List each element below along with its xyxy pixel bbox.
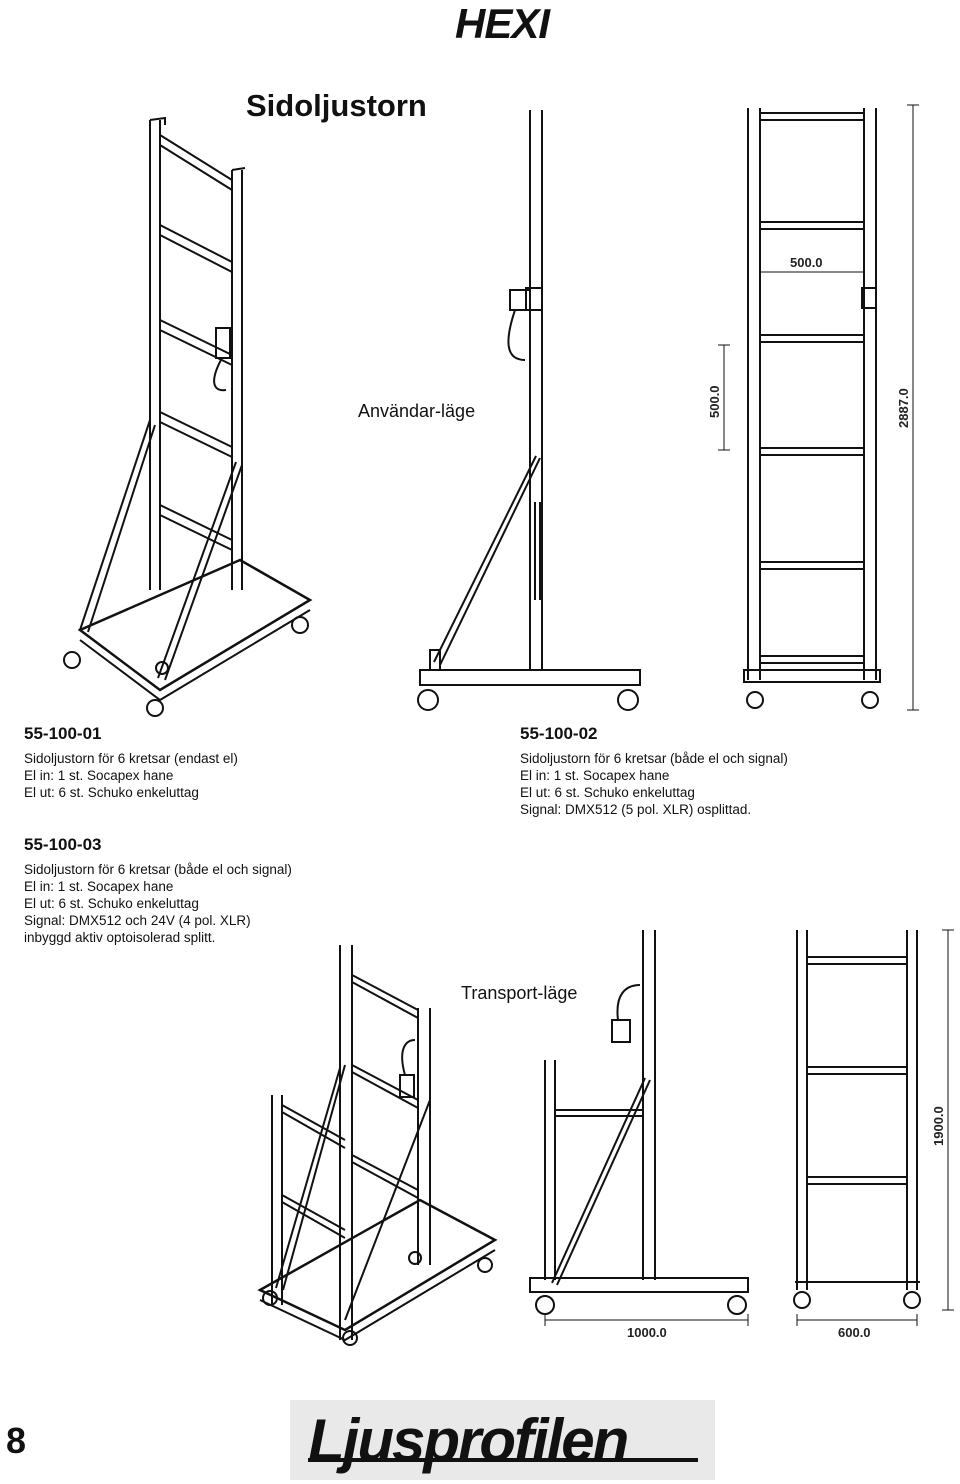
product-55-100-01: 55-100-01 Sidoljustorn för 6 kretsar (en… bbox=[24, 724, 238, 801]
page-title: Sidoljustorn bbox=[246, 88, 427, 123]
desc-line: Sidoljustorn för 6 kretsar (både el och … bbox=[520, 751, 788, 766]
desc-line: Sidoljustorn för 6 kretsar (endast el) bbox=[24, 751, 238, 766]
isometric-tower-transport bbox=[257, 945, 498, 1346]
product-description: Sidoljustorn för 6 kretsar (både el och … bbox=[520, 750, 788, 818]
front-view-tower-transport bbox=[793, 930, 921, 1309]
dim-user-rung-spacing: 500.0 bbox=[707, 385, 722, 418]
product-55-100-03: 55-100-03 Sidoljustorn för 6 kretsar (bå… bbox=[24, 835, 292, 946]
isometric-tower-user bbox=[63, 116, 313, 717]
product-code: 55-100-02 bbox=[520, 724, 598, 743]
desc-line: Signal: DMX512 (5 pol. XLR) osplittad. bbox=[520, 802, 752, 817]
dimension-lines-transport-front bbox=[796, 929, 954, 1326]
dimension-lines-user bbox=[718, 104, 919, 711]
desc-line: El in: 1 st. Socapex hane bbox=[24, 879, 174, 894]
user-mode-label: Användar-läge bbox=[358, 401, 476, 421]
product-55-100-02: 55-100-02 Sidoljustorn för 6 kretsar (bå… bbox=[520, 724, 788, 818]
brand-title: HEXI bbox=[455, 0, 550, 47]
desc-line: Signal: DMX512 och 24V (4 pol. XLR) bbox=[24, 913, 251, 928]
product-description: Sidoljustorn för 6 kretsar (både el och … bbox=[24, 861, 292, 946]
desc-line: El in: 1 st. Socapex hane bbox=[24, 768, 174, 783]
dim-user-height: 2887.0 bbox=[896, 388, 911, 428]
product-code: 55-100-03 bbox=[24, 835, 102, 854]
front-view-tower-user bbox=[743, 108, 881, 709]
logo-underline bbox=[308, 1458, 698, 1462]
dim-transport-depth: 1000.0 bbox=[627, 1325, 667, 1340]
desc-line: El ut: 6 st. Schuko enkeluttag bbox=[520, 785, 695, 800]
transport-mode-label: Transport-läge bbox=[461, 983, 578, 1003]
ljusprofilen-logo: Ljusprofilen bbox=[290, 1400, 715, 1480]
desc-line: El ut: 6 st. Schuko enkeluttag bbox=[24, 896, 199, 911]
dim-transport-width: 600.0 bbox=[838, 1325, 871, 1340]
dim-transport-height: 1900.0 bbox=[931, 1106, 946, 1146]
side-view-tower-user bbox=[417, 110, 641, 711]
desc-line: El ut: 6 st. Schuko enkeluttag bbox=[24, 785, 199, 800]
page-number: 8 bbox=[6, 1420, 27, 1461]
product-code: 55-100-01 bbox=[24, 724, 102, 743]
side-view-tower-transport bbox=[529, 930, 749, 1315]
product-description: Sidoljustorn för 6 kretsar (endast el) E… bbox=[24, 750, 238, 801]
logo-text: Ljusprofilen bbox=[308, 1407, 629, 1474]
desc-line: inbyggd aktiv optoisolerad splitt. bbox=[24, 930, 216, 945]
dim-user-width: 500.0 bbox=[790, 255, 823, 270]
dimension-lines-transport-side bbox=[544, 1314, 749, 1326]
desc-line: El in: 1 st. Socapex hane bbox=[520, 768, 670, 783]
desc-line: Sidoljustorn för 6 kretsar (både el och … bbox=[24, 862, 292, 877]
